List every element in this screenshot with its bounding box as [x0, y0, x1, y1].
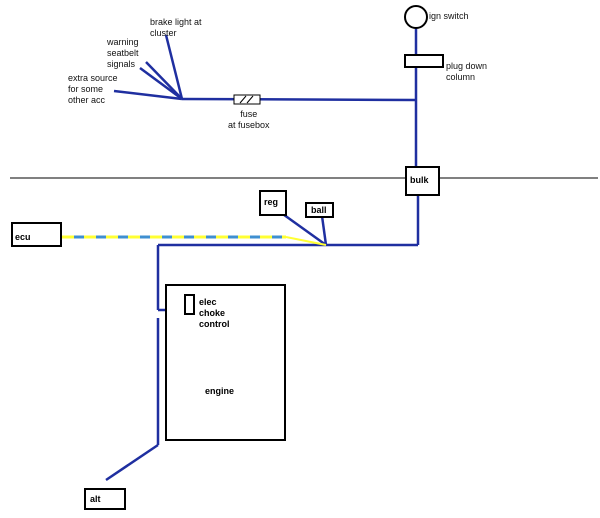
- extra-source-label: extra source for some other acc: [68, 73, 118, 105]
- engine-box: [165, 284, 286, 441]
- fuse-symbol: [233, 94, 261, 105]
- wire-brake-light: [164, 34, 184, 100]
- bulk-connector: [405, 166, 440, 196]
- ball-box: [305, 202, 334, 218]
- elec-choke-label: elec choke control: [199, 297, 230, 329]
- wire-extra-source: [113, 89, 183, 101]
- wire-reg: [279, 210, 327, 247]
- elec-choke-box: [184, 294, 195, 315]
- wire-ball: [320, 215, 328, 246]
- ball-label: ball: [311, 205, 327, 215]
- alt-box: [84, 488, 126, 510]
- plug-connector: [404, 54, 444, 68]
- alt-label: alt: [90, 494, 101, 504]
- fuse-label: fuse at fusebox: [228, 109, 270, 130]
- wire-seatbelt-2: [145, 61, 183, 100]
- wire-ecu-slant: [285, 236, 327, 246]
- reg-box: [259, 190, 287, 216]
- ecu-box: [11, 222, 62, 247]
- reg-label: reg: [264, 197, 279, 207]
- ign-switch-label: ign switch: [429, 11, 469, 21]
- wire-seatbelt: [139, 66, 183, 101]
- warning-seatbelt-label: warning seatbelt signals: [107, 37, 139, 69]
- plug-down-column-label: plug down column: [446, 61, 488, 82]
- wire-fuse-feed: [181, 97, 417, 102]
- brake-light-label: brake light at cluster: [150, 17, 202, 38]
- engine-label: engine: [205, 386, 235, 396]
- fuse-element-1: [239, 95, 247, 104]
- ign-switch-symbol: [404, 5, 428, 29]
- ecu-label: ecu: [15, 232, 31, 242]
- wire-alt: [105, 443, 159, 482]
- fuse-element-2: [246, 95, 254, 104]
- bulk-label: bulk: [410, 175, 429, 185]
